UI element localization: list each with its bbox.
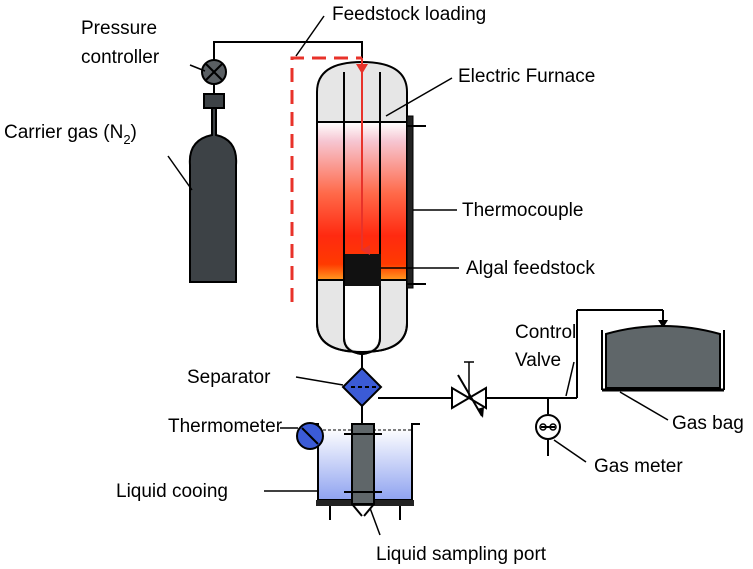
label-pressure-controller-line1: Pressure (81, 18, 157, 39)
carrier-gas-prefix: Carrier gas (N (4, 122, 123, 143)
label-carrier-gas: Carrier gas (N2) (4, 122, 137, 147)
carrier-gas-cylinder (188, 93, 238, 283)
label-separator: Separator (187, 367, 271, 388)
label-thermometer: Thermometer (168, 416, 283, 437)
label-algal-feedstock: Algal feedstock (466, 258, 595, 279)
carrier-gas-suffix: ) (131, 122, 137, 143)
label-liquid-sampling-port: Liquid sampling port (376, 544, 547, 565)
algal-feedstock-block (345, 254, 381, 286)
control-valve-icon (451, 361, 487, 418)
label-control-valve-line1: Control (515, 322, 576, 343)
condenser-tube (344, 423, 382, 517)
label-control-valve-line2: Valve (515, 350, 561, 371)
label-gas-meter: Gas meter (594, 456, 683, 477)
feedstock-loading-path (290, 56, 370, 302)
label-feedstock-loading: Feedstock loading (332, 4, 486, 25)
thermocouple (406, 115, 426, 289)
label-thermocouple: Thermocouple (462, 200, 583, 221)
pressure-controller-icon (201, 59, 227, 85)
gas-supply-line (213, 41, 363, 94)
gas-outlet-line (378, 309, 664, 456)
leader-lines (167, 15, 669, 536)
label-gas-bag: Gas bag (672, 413, 744, 434)
separator (341, 354, 383, 424)
thermometer-icon (296, 422, 324, 450)
label-pressure-controller-line2: controller (81, 47, 160, 68)
gas-bag (601, 325, 725, 392)
label-electric-furnace: Electric Furnace (458, 66, 595, 87)
gas-meter-icon (535, 414, 561, 440)
label-liquid-cooling: Liquid cooing (116, 481, 228, 502)
carrier-gas-subscript: 2 (123, 132, 130, 147)
gas-bag-inlet-arrow (658, 320, 668, 328)
